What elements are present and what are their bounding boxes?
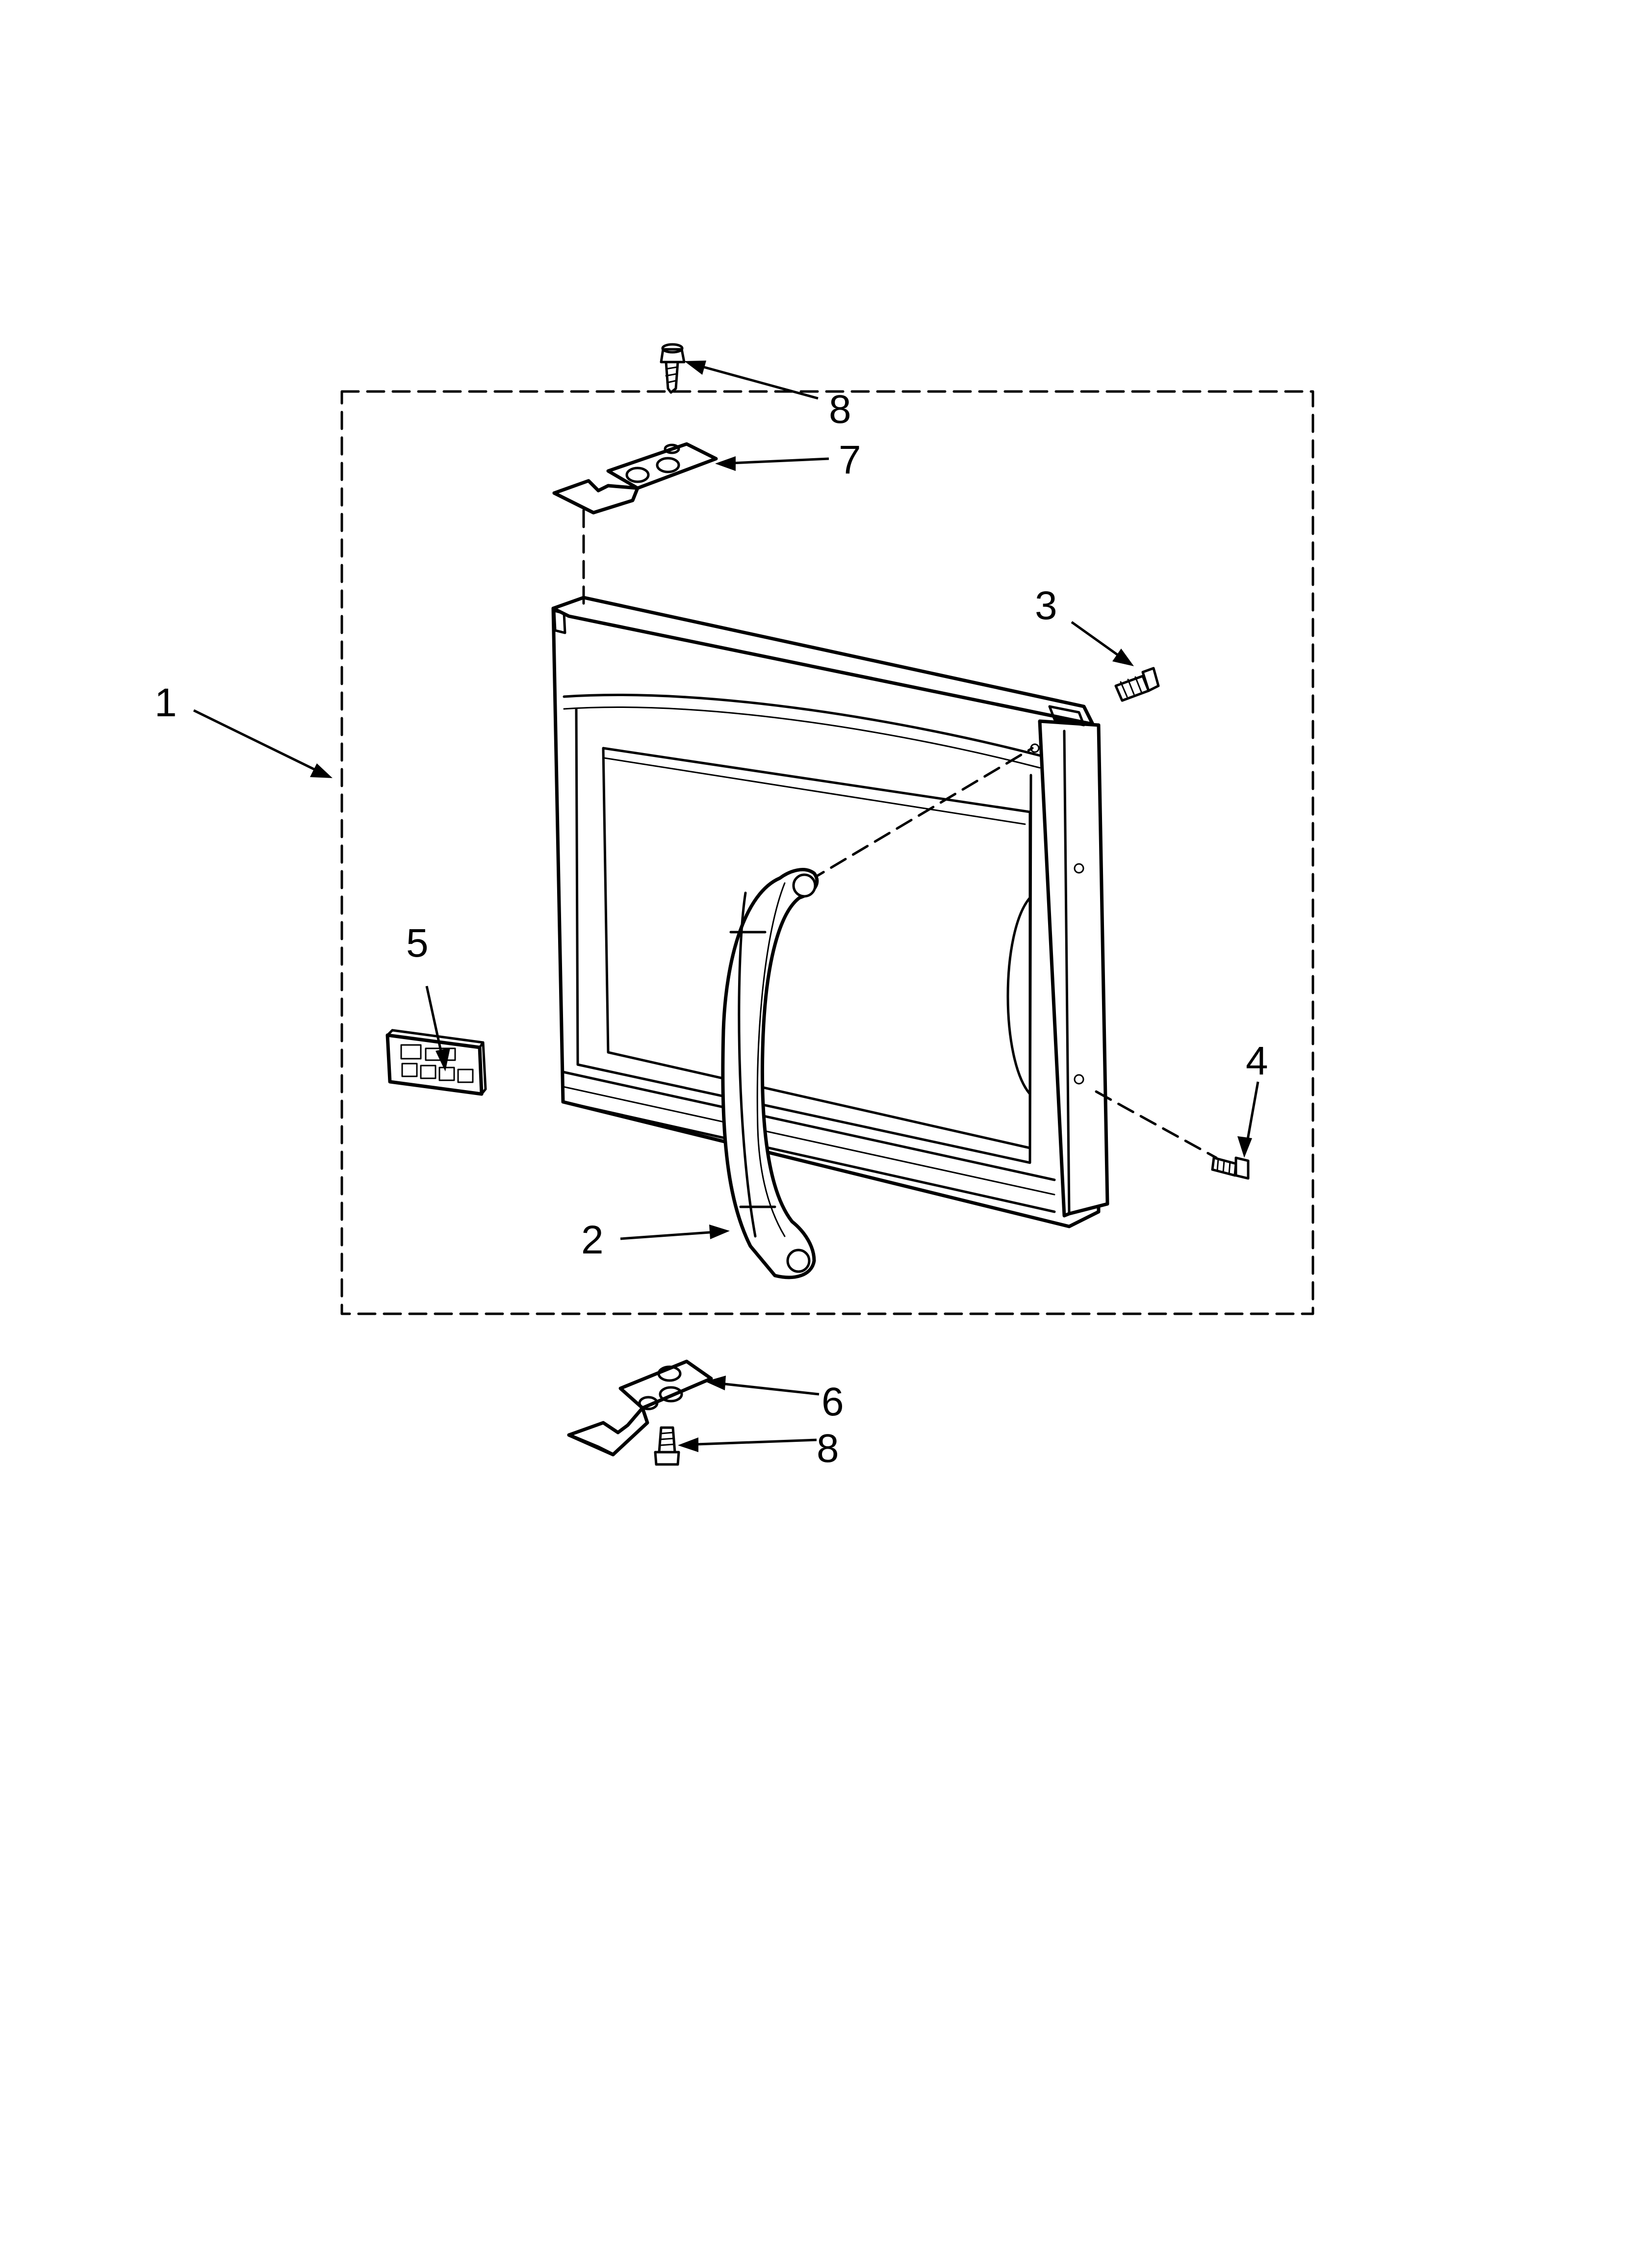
door-handle	[721, 868, 819, 1279]
upper-hinge-screw	[660, 343, 686, 394]
leader-lines	[193, 361, 1259, 1452]
callout-3: 3	[1035, 583, 1057, 628]
control-label	[385, 1029, 487, 1096]
lower-hinge	[567, 1359, 713, 1457]
upper-hinge	[552, 442, 718, 515]
callout-7: 7	[839, 438, 861, 482]
door-assembly	[551, 509, 1218, 1228]
lower-hinge-screw	[654, 1426, 680, 1466]
handle-screw-upper	[1114, 667, 1160, 702]
callout-1: 1	[154, 680, 177, 725]
assembly-boundary	[340, 390, 1314, 1315]
callout-8-upper: 8	[829, 387, 851, 432]
callout-2: 2	[581, 1218, 604, 1262]
callout-5: 5	[406, 921, 429, 965]
callout-6: 6	[821, 1380, 844, 1424]
side-screw	[1211, 1156, 1250, 1180]
callout-4: 4	[1246, 1039, 1268, 1083]
callout-8-lower: 8	[817, 1426, 839, 1471]
